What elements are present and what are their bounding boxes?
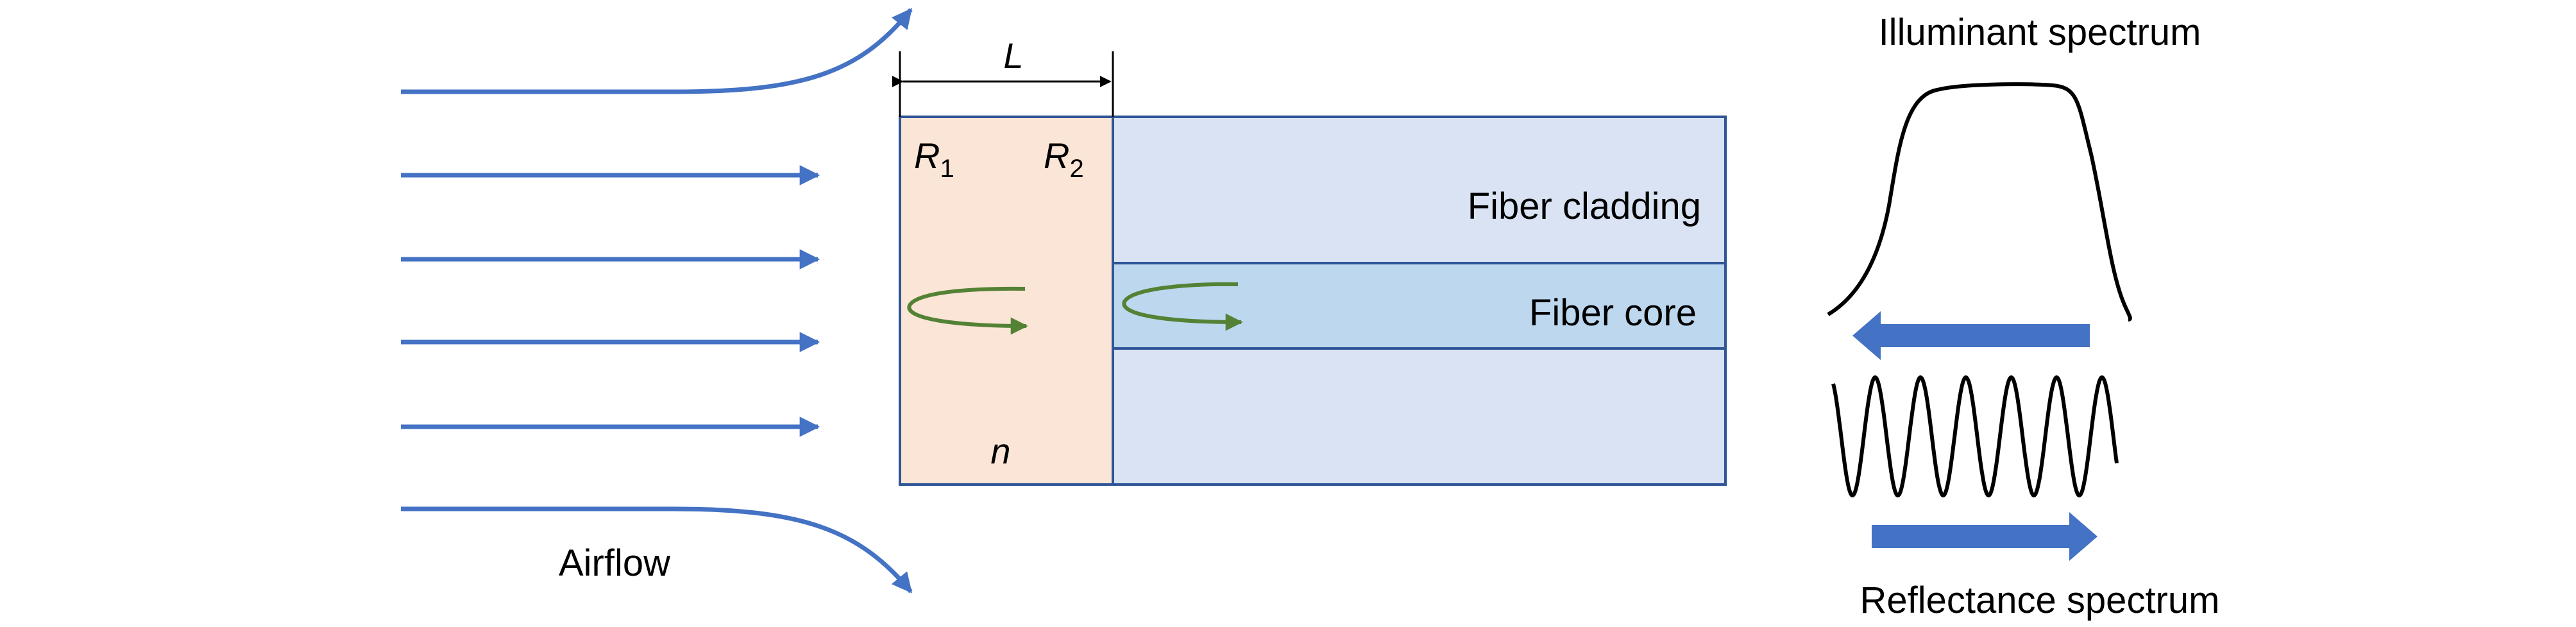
fiber-core-region xyxy=(1112,262,1727,350)
illuminant-spectrum-title: Illuminant spectrum xyxy=(1879,12,2201,53)
airflow-arrows xyxy=(401,8,913,594)
r1-label: R1 xyxy=(914,135,954,183)
thick-arrow-icon xyxy=(1852,311,2090,360)
reflectance-spectrum-title: Reflectance spectrum xyxy=(1860,580,2220,621)
airflow-label: Airflow xyxy=(559,542,671,584)
length-label: L xyxy=(1003,35,1023,76)
reflectance-spectrum-curve xyxy=(1831,375,2119,498)
fiber-core-label: Fiber core xyxy=(1529,292,1697,334)
fiber-cladding-label: Fiber cladding xyxy=(1468,185,1701,227)
fiber-structure xyxy=(899,116,1727,486)
cavity-region xyxy=(899,116,1114,486)
airflow-arrow-top-curved xyxy=(401,8,913,94)
refractive-index-label: n xyxy=(990,431,1010,471)
spectrum-panel: Illuminant spectrum Reflectance spectrum xyxy=(1827,12,2220,621)
airflow-arrow-bottom-curved xyxy=(401,506,913,594)
thick-arrow-icon xyxy=(1872,512,2097,561)
r2-label: R2 xyxy=(1044,135,1084,183)
illuminant-spectrum-curve xyxy=(1827,82,2132,322)
circular-arrow-icon xyxy=(1122,282,1243,331)
circular-arrow-icon xyxy=(907,286,1028,335)
length-dimension: L xyxy=(892,35,1114,117)
